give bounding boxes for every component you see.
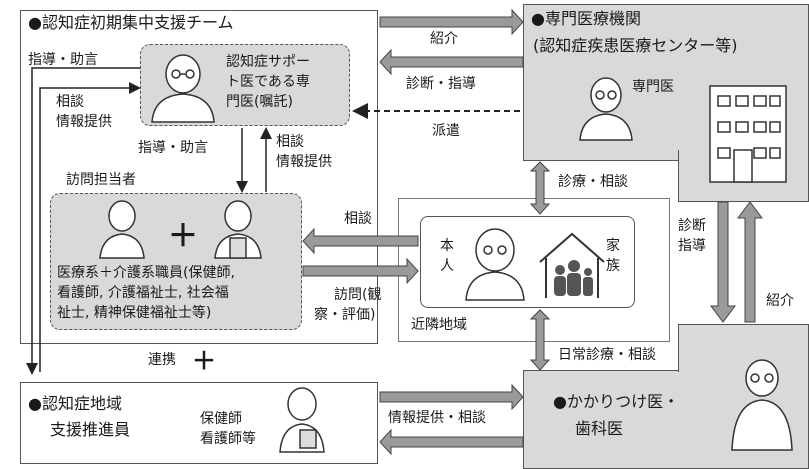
support-doctor-label-3: 門医(嘱託) xyxy=(226,94,293,110)
staff-desc-3: 祉士, 精神保健福祉士等) xyxy=(57,305,212,321)
diagnosis-guidance-right-label-1: 診断 xyxy=(678,218,706,234)
arrow-gp-to-promoter xyxy=(379,428,524,456)
support-doctor-label-1: 認知症サポー xyxy=(226,54,310,70)
staff-desc-1: 医療系＋介護系職員(保健師, xyxy=(57,265,235,281)
promoter-title: ●認知症地域 xyxy=(28,394,122,413)
support-doctor-label-2: ト医である専 xyxy=(226,74,310,90)
consult-info-mid-label-2: 情報提供 xyxy=(276,154,332,170)
specialist-doctor-label: 専門医 xyxy=(632,79,674,95)
staff-female-figure xyxy=(99,200,145,259)
guidance-advice-mid-label: 指導・助言 xyxy=(138,140,208,156)
cooperation-label: 連携 xyxy=(148,352,176,368)
visit-staff-title: 訪問担当者 xyxy=(66,172,136,188)
staff-male-figure xyxy=(214,200,262,259)
cooperation-plus-sign: ＋ xyxy=(192,347,216,375)
referral-right-label: 紹介 xyxy=(766,293,794,309)
arrow-referral-up xyxy=(737,201,763,323)
arrow-diagnosis-to-team xyxy=(379,48,524,76)
consult-label: 相談 xyxy=(344,211,372,227)
team-title: ●認知症初期集中支援チーム xyxy=(28,13,234,32)
consult-info-left-label-2: 情報提供 xyxy=(56,114,112,130)
neighborhood-area-label: 近隣地域 xyxy=(411,317,467,333)
family-doctor-figure xyxy=(731,359,793,451)
person-family-box xyxy=(420,216,635,308)
consult-info-left-label-1: 相談 xyxy=(56,94,84,110)
arrow-diagnosis-guidance-down xyxy=(710,201,736,323)
line-consult-left xyxy=(39,82,141,372)
referral-top-label: 紹介 xyxy=(430,31,458,47)
diagnosis-guidance-right-label-2: 指導 xyxy=(678,238,706,254)
visit-label-2: 察・評価) xyxy=(314,307,376,323)
family-doctor-box-upper xyxy=(678,324,809,372)
family-house-icon xyxy=(539,232,605,298)
person-label-1: 本 xyxy=(440,238,454,254)
arrow-consult-to-team xyxy=(302,227,419,255)
promoter-staff-1: 保健師 xyxy=(200,411,242,427)
guidance-advice-left-label: 指導・助言 xyxy=(28,52,98,68)
info-consult-bottom-label: 情報提供・相談 xyxy=(388,410,486,426)
consult-info-mid-label-1: 相談 xyxy=(276,134,304,150)
promoter-title-2: 支援推進員 xyxy=(50,420,131,439)
arrow-daily-care xyxy=(529,309,551,371)
care-consult-label: 診療・相談 xyxy=(558,174,628,190)
family-doctor-title: ●かかりつけ医・ xyxy=(553,392,680,411)
specialist-subtitle: (認知症疾患医療センター等) xyxy=(533,36,738,55)
staff-plus-sign: ＋ xyxy=(168,219,198,254)
family-members-icon xyxy=(554,260,593,296)
arrow-visit-to-person xyxy=(302,257,419,285)
promoter-staff-2: 看護師等 xyxy=(200,431,256,447)
hospital-building-icon xyxy=(709,85,787,183)
arrow-promoter-to-gp xyxy=(379,383,524,411)
specialist-doctor-figure xyxy=(579,77,633,141)
visit-staff-box xyxy=(50,193,302,330)
visit-label-1: 訪問(観 xyxy=(334,287,382,303)
daily-care-label: 日常診療・相談 xyxy=(558,347,656,363)
diagnosis-guidance-top-label: 診断・指導 xyxy=(406,76,476,92)
dispatch-label: 派遣 xyxy=(432,123,460,139)
support-doctor-figure xyxy=(151,54,215,123)
arrow-referral-to-specialist xyxy=(379,8,524,36)
family-label-1: 家 xyxy=(606,238,620,254)
family-label-2: 族 xyxy=(606,258,620,274)
arrow-care-consult xyxy=(529,161,551,215)
person-label-2: 人 xyxy=(440,258,454,274)
staff-desc-2: 看護師, 介護福祉士, 社会福 xyxy=(57,285,229,301)
family-doctor-title-2: 歯科医 xyxy=(575,419,624,438)
person-elderly-figure xyxy=(465,228,525,301)
specialist-title: ●専門医療機関 xyxy=(531,9,641,28)
promoter-figure xyxy=(279,387,325,453)
line-guidance-left xyxy=(26,67,140,375)
